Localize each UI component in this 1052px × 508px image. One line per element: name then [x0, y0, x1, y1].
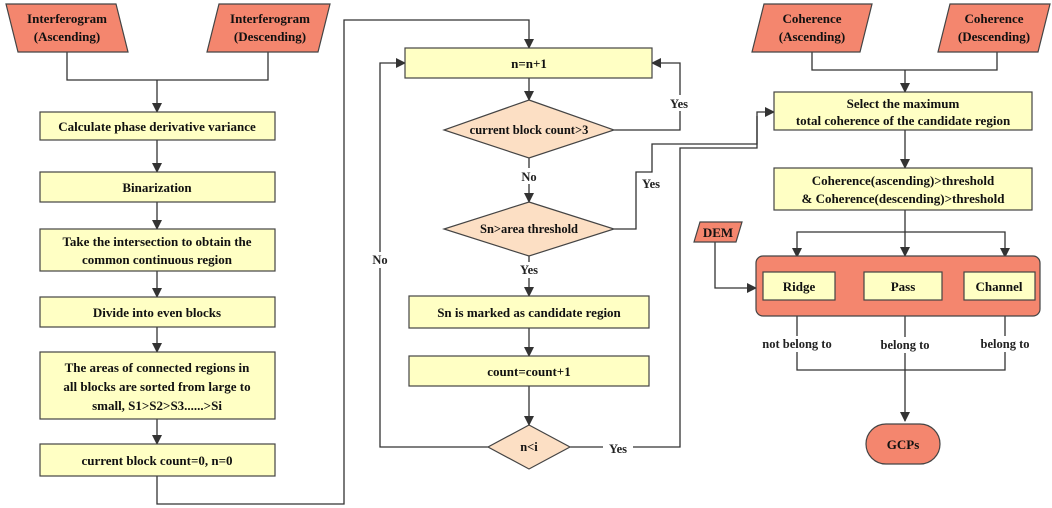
edge-ni-yes [570, 116, 758, 448]
svg-text:Binarization: Binarization [122, 180, 192, 195]
box-mark-candidate: Sn is marked as candidate region [408, 295, 650, 329]
input-coherence-descending: Coherence (Descending) [937, 3, 1051, 53]
edge-coherence-merge [811, 52, 998, 71]
svg-text:Ridge: Ridge [783, 279, 816, 294]
svg-text:total coherence of the candida: total coherence of the candidate region [796, 113, 1011, 128]
svg-text:Sn>area threshold: Sn>area threshold [480, 222, 578, 236]
svg-text:count=count+1: count=count+1 [487, 364, 570, 379]
interferogram-asc-line2: (Ascending) [34, 29, 100, 44]
edge-split [796, 231, 1006, 256]
edge-dem [714, 242, 757, 293]
box-divide-blocks: Divide into even blocks [39, 296, 276, 328]
svg-text:Channel: Channel [976, 279, 1023, 294]
interferogram-desc-line2: (Descending) [234, 29, 306, 44]
svg-text:Coherence(ascending)>threshold: Coherence(ascending)>threshold [812, 173, 995, 188]
svg-text:common continuous region: common continuous region [82, 252, 233, 267]
svg-text:Select the maximum: Select the maximum [847, 96, 960, 111]
svg-text:current block count>3: current block count>3 [470, 123, 589, 137]
box-binarization: Binarization [39, 171, 276, 203]
svg-text:Sn is marked as candidate regi: Sn is marked as candidate region [437, 305, 621, 320]
svg-text:all blocks are sorted from lar: all blocks are sorted from large to [63, 379, 250, 394]
edge-interferogram-merge [66, 52, 269, 81]
box-phase-variance: Calculate phase derivative variance [39, 111, 276, 141]
box-intersection: Take the intersection to obtain the comm… [39, 228, 276, 272]
label-yes-block: Yes [670, 97, 688, 111]
input-dem: DEM [693, 221, 743, 243]
label-yes-area-right: Yes [642, 177, 660, 191]
decision-area-threshold: Sn>area threshold [442, 201, 616, 257]
input-coherence-ascending: Coherence (Ascending) [751, 3, 873, 53]
label-yes-ni: Yes [609, 442, 627, 456]
edge-init-to-increment [156, 19, 534, 505]
interferogram-asc-line1: Interferogram [27, 11, 107, 26]
box-sort-regions: The areas of connected regions in all bl… [39, 351, 276, 420]
label-belong-channel: belong to [981, 337, 1030, 351]
terrain-group: Ridge Pass Channel [755, 255, 1041, 317]
coherence-asc-line1: Coherence [783, 11, 842, 26]
svg-text:n=n+1: n=n+1 [511, 56, 547, 71]
svg-text:Calculate phase derivative var: Calculate phase derivative variance [58, 119, 256, 134]
box-ridge: Ridge [762, 271, 836, 301]
svg-text:Divide into even blocks: Divide into even blocks [93, 305, 221, 320]
box-increment-n: n=n+1 [404, 47, 653, 79]
svg-text:& Coherence(descending)>thresh: & Coherence(descending)>threshold [801, 191, 1005, 206]
svg-text:current block count=0, n=0: current block count=0, n=0 [81, 453, 232, 468]
dem-label: DEM [703, 225, 733, 240]
svg-text:Take the intersection to obtai: Take the intersection to obtain the [62, 234, 251, 249]
input-interferogram-ascending: Interferogram (Ascending) [5, 3, 129, 53]
label-yes-area: Yes [520, 263, 538, 277]
svg-text:GCPs: GCPs [887, 437, 920, 452]
label-no-loop: No [372, 253, 387, 267]
decision-block-count: current block count>3 [442, 99, 616, 159]
box-increment-count: count=count+1 [408, 355, 650, 387]
decision-n-less-i: n<i [486, 424, 572, 470]
interferogram-desc-line1: Interferogram [230, 11, 310, 26]
svg-text:small, S1>S2>S3......>Si: small, S1>S2>S3......>Si [92, 398, 222, 413]
box-coherence-threshold: Coherence(ascending)>threshold & Coheren… [773, 167, 1033, 211]
svg-text:The areas of connected regions: The areas of connected regions in [65, 360, 251, 375]
label-not-belong: not belong to [762, 337, 831, 351]
box-select-max: Select the maximum total coherence of th… [773, 91, 1033, 131]
input-interferogram-descending: Interferogram (Descending) [206, 3, 331, 53]
box-channel: Channel [963, 271, 1036, 301]
svg-text:n<i: n<i [520, 440, 538, 454]
box-pass: Pass [863, 271, 943, 301]
coherence-desc-line1: Coherence [965, 11, 1024, 26]
edge-labels: Yes No Yes Yes No Yes not belong to belo… [367, 95, 1038, 457]
svg-text:Pass: Pass [891, 279, 916, 294]
box-init-count: current block count=0, n=0 [39, 443, 276, 477]
coherence-desc-line2: (Descending) [958, 29, 1030, 44]
coherence-asc-line2: (Ascending) [779, 29, 845, 44]
terminal-gcps: GCPs [865, 423, 941, 465]
label-no-block: No [521, 170, 536, 184]
label-belong-pass: belong to [881, 338, 930, 352]
